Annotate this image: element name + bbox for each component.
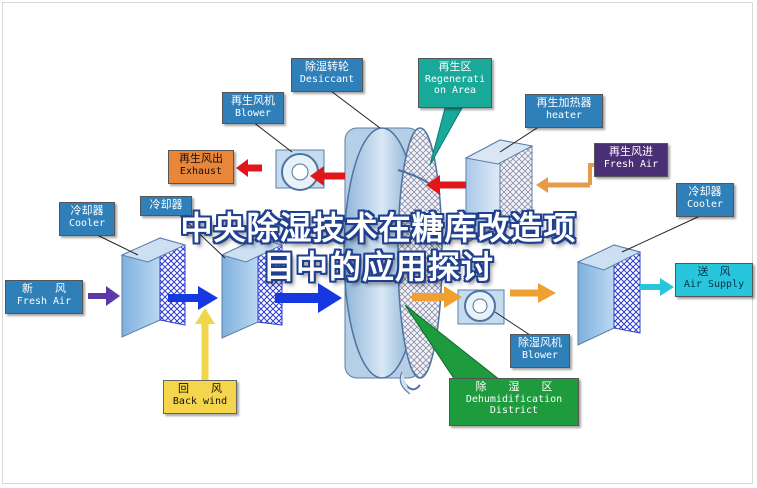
cooler-left-1-label: 冷却器 Cooler bbox=[59, 202, 115, 236]
regen-blower-unit bbox=[275, 149, 325, 191]
regen-exhaust-label: 再生风出 Exhaust bbox=[168, 150, 234, 184]
regen-heater-unit bbox=[464, 139, 534, 244]
fresh-air-label: 新 风 Fresh Air bbox=[5, 280, 83, 314]
leader-lines bbox=[94, 87, 701, 336]
dehum-blower-unit bbox=[457, 289, 505, 325]
cooler-right-block bbox=[576, 244, 642, 346]
cooler-left-1-block bbox=[120, 237, 187, 338]
cooler-left-2-label: 冷却器 bbox=[140, 196, 192, 216]
back-wind-label: 回 风 Back wind bbox=[163, 380, 237, 414]
desiccant-wheel bbox=[343, 127, 443, 395]
regen-blower-label: 再生风机 Blower bbox=[222, 92, 284, 124]
dehum-blower-label: 除湿风机 Blower bbox=[510, 334, 570, 368]
regen-fresh-air-label: 再生风进 Fresh Air bbox=[594, 143, 668, 177]
cooler-left-2-block bbox=[220, 237, 284, 339]
headline-line-2: 目中的应用探讨 bbox=[262, 248, 494, 286]
airflow-arrows bbox=[88, 159, 674, 380]
regen-area-pointer bbox=[429, 107, 463, 166]
air-supply-label: 送 风 Air Supply bbox=[675, 263, 753, 297]
headline-line-1: 中央除湿技术在糖库改造项 bbox=[180, 209, 577, 247]
desiccant-label: 除湿转轮 Desiccant bbox=[291, 58, 363, 92]
cooler-right-label: 冷却器 Cooler bbox=[676, 183, 734, 217]
dehum-district-label: 除 湿 区 Dehumidification District bbox=[449, 378, 579, 426]
regeneration-area-label: 再生区 Regenerati on Area bbox=[418, 58, 492, 108]
regen-heater-label: 再生加热器 heater bbox=[525, 94, 603, 128]
diagram-frame bbox=[2, 2, 753, 484]
